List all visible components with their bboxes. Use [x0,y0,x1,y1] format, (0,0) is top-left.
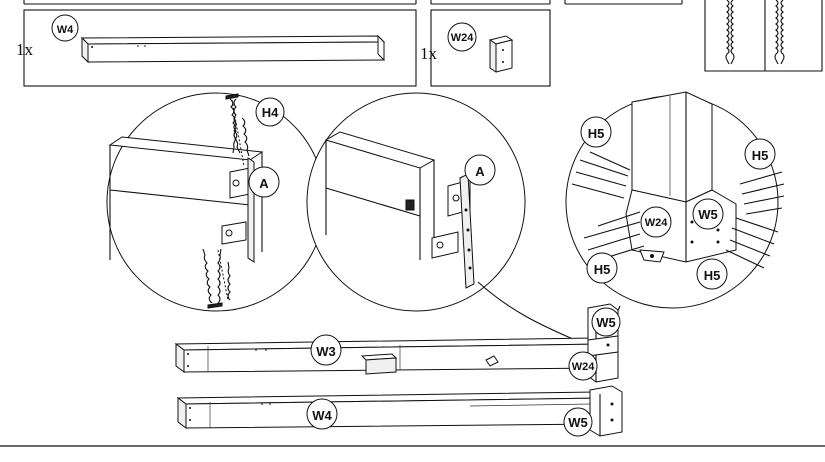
screw-icon [725,0,735,65]
callout-h5-lower-left: H5 [586,252,618,284]
w24-block-part [488,35,514,73]
callout-w5-upper: W5 [591,307,621,337]
svg-text:W4: W4 [312,408,332,423]
svg-text:W3: W3 [316,344,336,359]
callout-a-middle: A [464,154,496,186]
parts-box-screws [704,0,823,72]
svg-text:A: A [259,176,269,191]
callout-w5-lower: W5 [563,407,593,437]
svg-text:W5: W5 [568,415,588,430]
upper-beam-w3 [174,337,606,375]
svg-text:W24: W24 [645,217,669,229]
svg-text:H5: H5 [704,268,721,283]
svg-text:W4: W4 [57,24,74,36]
svg-text:H5: H5 [752,148,769,163]
screw-icon [774,0,785,65]
parts-box-top-mid [564,0,683,5]
h5-screws-upper-right [739,171,785,215]
callout-h5-upper-left: H5 [580,116,612,148]
h5-screws-lower-right [725,217,779,269]
h4-screw-upper [225,93,250,167]
callout-w24-assembly: W24 [568,351,598,381]
callout-w4-part: W4 [51,14,79,42]
detail-circle-right: H5 H5 H5 H5 W24 W5 [565,91,785,309]
w24-quantity: 1x [420,44,437,63]
svg-text:A: A [475,164,485,179]
parts-box-w4 [23,0,417,87]
svg-text:W24: W24 [572,361,596,373]
svg-text:H5: H5 [594,262,611,277]
callout-w24-part: W24 [447,22,477,52]
callout-h4: H4 [255,97,285,127]
svg-text:W5: W5 [698,207,718,222]
h5-screws-upper-left [571,151,631,199]
svg-text:H4: H4 [262,105,279,120]
lower-corner-w5 [589,385,623,437]
svg-text:W5: W5 [596,315,616,330]
parts-box-w24 [430,0,551,87]
callout-w3: W3 [310,334,342,366]
h4-screw-lower [202,248,231,309]
w4-quantity: 1x [16,40,33,59]
callout-w4-assembly: W4 [306,398,338,430]
callout-h5-upper-right: H5 [744,138,776,170]
lower-beam-w4 [176,391,606,429]
svg-text:W24: W24 [451,32,475,44]
callout-w24-detail: W24 [640,206,672,238]
w4-beam-part [80,34,386,64]
bracket-a-middle [431,173,475,289]
detail-circle-middle: A [306,92,526,312]
detail-circle-left: H4 A [106,92,326,312]
callout-h5-lower-right: H5 [696,258,728,290]
callout-w5-detail: W5 [692,198,724,230]
svg-text:H5: H5 [588,126,605,141]
callout-a-left: A [248,166,280,198]
